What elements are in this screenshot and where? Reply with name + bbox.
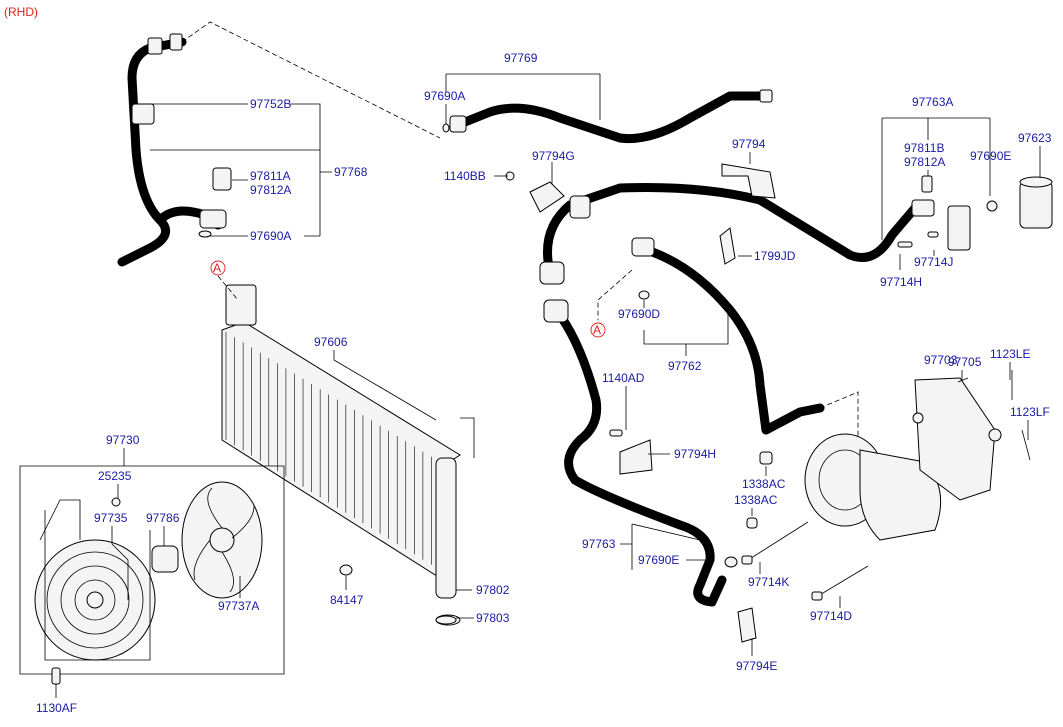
hose-97763-drawing: [543, 299, 738, 607]
callout-97763: 97763: [582, 537, 616, 551]
callout-97606: 97606: [314, 335, 348, 349]
callout-97690A-top: 97690A: [424, 89, 465, 103]
svg-text:A: A: [213, 261, 221, 275]
reference-marker-a-left: A: [210, 260, 226, 276]
compressor-drawing: [609, 370, 1031, 601]
reference-marker-a-right: A: [590, 322, 606, 338]
fan-assembly-drawing: [19, 465, 285, 685]
callout-97690D: 97690D: [618, 307, 660, 321]
callout-97794G: 97794G: [532, 149, 575, 163]
callout-97786: 97786: [146, 511, 180, 525]
variant-label: (RHD): [4, 5, 38, 19]
callout-97812A-right: 97812A: [904, 155, 945, 169]
callout-97769: 97769: [504, 51, 538, 65]
hose-97762-drawing: [597, 237, 859, 470]
callout-1123LE: 1123LE: [990, 347, 1030, 361]
callout-97811A: 97811A: [250, 169, 290, 183]
callout-97794H: 97794H: [674, 447, 716, 461]
callout-97737A: 97737A: [218, 599, 259, 613]
callout-1140AD: 1140AD: [602, 371, 645, 385]
leader-lines: [55, 73, 1041, 698]
callout-1338AC-a: 1338AC: [742, 477, 786, 491]
hose-97769-drawing: [442, 89, 773, 144]
callout-25235: 25235: [98, 469, 132, 483]
callout-97752B: 97752B: [250, 97, 291, 111]
callout-1799JD: 1799JD: [754, 249, 796, 263]
small-parts-drawing: [339, 163, 1053, 643]
callout-97730: 97730: [106, 433, 140, 447]
hose-97763A-drawing: [539, 175, 998, 285]
callout-97690E-bottom: 97690E: [638, 553, 679, 567]
callout-1338AC-b: 1338AC: [734, 493, 778, 507]
callout-97763A: 97763A: [912, 95, 953, 109]
hose-97768-drawing: [117, 21, 441, 267]
callout-97794E: 97794E: [736, 659, 777, 673]
callout-97794: 97794: [732, 137, 766, 151]
callout-1123LF: 1123LF: [1010, 405, 1050, 419]
callout-97703: 97703: [924, 353, 958, 367]
svg-text:A: A: [593, 323, 601, 337]
callout-97714J: 97714J: [914, 255, 953, 269]
callout-97812A: 97812A: [250, 183, 291, 197]
callout-97714H: 97714H: [880, 275, 922, 289]
callout-97802: 97802: [476, 583, 510, 597]
callout-97623: 97623: [1018, 131, 1052, 145]
callout-1140BB: 1140BB: [444, 169, 486, 183]
callout-97714D: 97714D: [810, 609, 852, 623]
callout-97690A-left: 97690A: [250, 229, 291, 243]
callout-97690E-right: 97690E: [970, 149, 1011, 163]
callout-97762: 97762: [668, 359, 702, 373]
callout-97735: 97735: [94, 511, 128, 525]
callout-1130AF: 1130AF: [36, 701, 77, 715]
callout-84147: 84147: [330, 593, 364, 607]
callout-97803: 97803: [476, 611, 510, 625]
callouts: 97769 97690A 97752B 97768 97811A 97812A …: [36, 51, 1052, 715]
callout-97811B: 97811B: [904, 141, 944, 155]
callout-97768: 97768: [334, 165, 368, 179]
callout-97705: 97705: [948, 355, 982, 369]
callout-97714K: 97714K: [748, 575, 789, 589]
